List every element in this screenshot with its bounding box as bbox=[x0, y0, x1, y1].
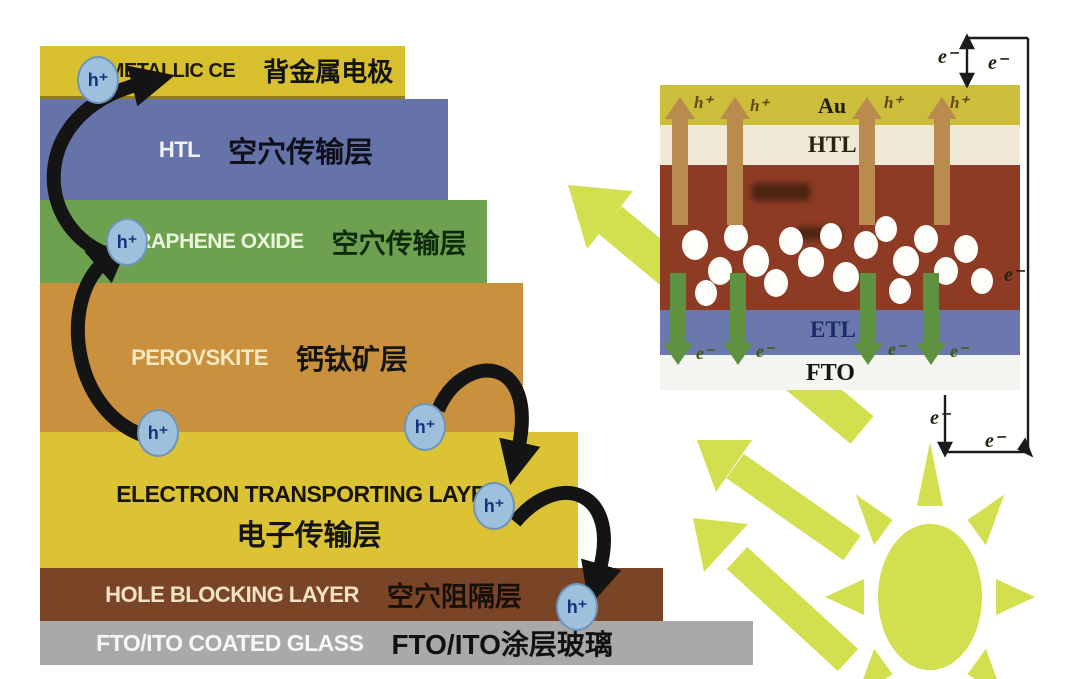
hole-label: h⁺ bbox=[884, 93, 903, 112]
circuit-arrowhead-down bbox=[959, 72, 975, 89]
layer-label-en: GRAPHENE OXIDE bbox=[120, 229, 304, 253]
electron-label: e⁻ bbox=[930, 407, 950, 429]
hole-label: h⁺ bbox=[147, 422, 169, 443]
electron-down-arrow-head bbox=[916, 343, 946, 365]
electron-label: e⁻ bbox=[950, 341, 968, 361]
circuit-arrowhead-corner bbox=[1017, 437, 1034, 458]
layer-label-zh: 背金属电极 bbox=[263, 56, 394, 87]
sunlight-arrow-head bbox=[697, 440, 752, 492]
layer-label-row: FTO/ITO COATED GLASS FTO/ITO涂层玻璃 bbox=[96, 623, 613, 663]
hole-label: h⁺ bbox=[950, 93, 969, 112]
hole-up-arrow-head bbox=[720, 97, 750, 119]
layer-label-en: HTL bbox=[158, 136, 201, 162]
hole-label: h⁺ bbox=[483, 495, 505, 516]
illegible-smudge bbox=[752, 183, 810, 201]
hole-carrier: h⁺ bbox=[106, 218, 148, 266]
layer-label-row: HOLE BLOCKING LAYER 空穴阻隔层 bbox=[105, 575, 522, 614]
electron-down-arrow-head bbox=[663, 343, 693, 365]
curved-arrow-3 bbox=[431, 363, 541, 486]
hole-up-arrow-head bbox=[665, 97, 695, 119]
hole-carrier: h⁺ bbox=[473, 482, 515, 530]
electron-label: e⁻ bbox=[1004, 264, 1024, 286]
electron-label: e⁻ bbox=[696, 343, 714, 363]
layer-label-row: HTL 空穴传输层 bbox=[159, 129, 373, 171]
hole-label: h⁺ bbox=[87, 69, 109, 90]
hole-up-arrow bbox=[859, 117, 875, 225]
electron-label: e⁻ bbox=[756, 341, 774, 361]
layer-fto-ito-glass: FTO/ITO COATED GLASS FTO/ITO涂层玻璃 bbox=[40, 621, 753, 665]
layer-label-zh: 空穴传输层 bbox=[228, 136, 374, 169]
sun-icon bbox=[825, 442, 1035, 679]
hole-carrier: h⁺ bbox=[77, 56, 119, 104]
layer-label-en: FTO/ITO COATED GLASS bbox=[96, 629, 364, 656]
layer-label-zh: FTO/ITO涂层玻璃 bbox=[391, 629, 613, 660]
inset-fto-label: FTO bbox=[806, 360, 855, 386]
electron-down-arrow-head bbox=[853, 343, 883, 365]
curved-arrow-2 bbox=[70, 238, 154, 445]
hole-carrier: h⁺ bbox=[404, 403, 446, 451]
layer-label-row: PEROVSKITE 钙钛矿层 bbox=[131, 338, 408, 378]
inset-layer-fto bbox=[660, 355, 1020, 390]
inset-etl-label: ETL bbox=[810, 317, 857, 342]
inset-au-label: Au bbox=[818, 93, 847, 118]
electron-label: e⁻ bbox=[938, 46, 958, 68]
layer-label-zh: 钙钛矿层 bbox=[295, 343, 408, 375]
hole-up-arrow-head bbox=[927, 97, 957, 119]
electron-label: e⁻ bbox=[988, 52, 1008, 74]
inset-layer-htl bbox=[660, 125, 1020, 165]
inset-htl-label: HTL bbox=[808, 132, 857, 157]
hole-label: h⁺ bbox=[566, 596, 588, 617]
layer-label-en: PEROVSKITE bbox=[131, 344, 268, 370]
sunlight-arrow-head bbox=[693, 518, 748, 572]
electron-label: e⁻ bbox=[888, 339, 906, 359]
hole-up-arrow bbox=[727, 117, 743, 225]
hole-up-arrow bbox=[934, 117, 950, 225]
layer-label-en: HOLE BLOCKING LAYER bbox=[105, 581, 359, 607]
electron-label: e⁻ bbox=[985, 430, 1005, 452]
electron-down-arrow bbox=[923, 273, 939, 345]
circuit-arrowhead-down bbox=[937, 441, 953, 458]
electron-down-arrow-head bbox=[723, 343, 753, 365]
circuit-arrowhead-up bbox=[959, 33, 975, 50]
hole-carrier: h⁺ bbox=[137, 409, 179, 457]
sunlight-arrow-shaft bbox=[726, 546, 859, 672]
hole-up-arrow-head bbox=[852, 97, 882, 119]
layer-label-zh: 电子传输层 bbox=[236, 520, 382, 552]
hole-up-arrow bbox=[672, 117, 688, 225]
electron-down-arrow bbox=[730, 273, 746, 345]
hole-label: h⁺ bbox=[750, 96, 769, 115]
layer-label-en: ELECTRON TRANSPORTING LAYER bbox=[116, 481, 502, 507]
layer-htl: HTL 空穴传输层 bbox=[40, 99, 448, 200]
curved-arrow-4 bbox=[509, 486, 622, 607]
electron-down-arrow bbox=[670, 273, 686, 345]
sunlight-arrow-shaft bbox=[726, 453, 861, 561]
perovskite-grains bbox=[682, 216, 993, 306]
cell-cross-section-inset: h⁺ h⁺ h⁺ h⁺ Au HTL ETL FTO e⁻ e⁻ e⁻ e⁻ bbox=[660, 85, 1020, 390]
layer-label-zh: 空穴阻隔层 bbox=[386, 582, 522, 612]
hole-label: h⁺ bbox=[116, 231, 138, 252]
layer-label-zh: 空穴传输层 bbox=[331, 229, 467, 259]
sunlight-arrow-head bbox=[568, 185, 633, 249]
electron-down-arrow bbox=[860, 273, 876, 345]
hole-label: h⁺ bbox=[414, 416, 436, 437]
layer-label-row: GRAPHENE OXIDE 空穴传输层 bbox=[120, 222, 466, 261]
inset-layer-etl bbox=[660, 310, 1020, 355]
hole-label: h⁺ bbox=[694, 93, 713, 112]
hole-carrier: h⁺ bbox=[556, 583, 598, 631]
